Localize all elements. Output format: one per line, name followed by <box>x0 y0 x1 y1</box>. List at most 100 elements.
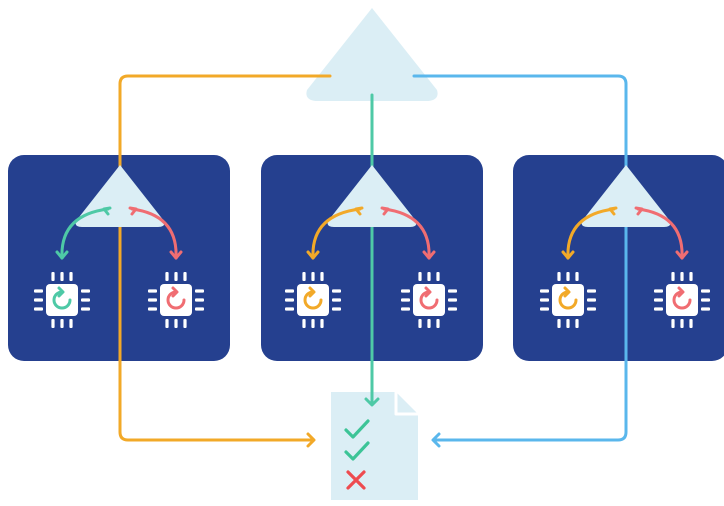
loop-arrowhead-icon <box>563 286 571 298</box>
chip-pin <box>81 307 90 311</box>
loop-arrow-icon <box>558 290 578 310</box>
arrowhead-icon <box>364 397 380 407</box>
arrowhead-icon <box>675 250 689 260</box>
chip-pin <box>320 319 324 328</box>
dispatch-arrow-right <box>636 207 684 260</box>
chip-body <box>46 284 78 316</box>
chip-pin <box>285 298 294 302</box>
chip-pin <box>332 298 341 302</box>
chip-pin <box>183 272 187 281</box>
chip-pin <box>302 319 306 328</box>
chip-pin <box>701 298 710 302</box>
chip-pin <box>195 307 204 311</box>
loop-arrow-icon <box>672 290 692 310</box>
chip-pin <box>575 319 579 328</box>
chip-pin <box>566 272 570 281</box>
chip-pin <box>81 298 90 302</box>
chip-pin <box>51 319 55 328</box>
chip-pin <box>575 272 579 281</box>
cluster-left <box>34 165 204 328</box>
cluster-right <box>540 165 710 328</box>
cross-icon <box>346 470 366 490</box>
chip-pin <box>436 319 440 328</box>
top-node-triangle <box>306 8 438 101</box>
check-icon <box>344 441 370 461</box>
dispatch-arrow-left <box>311 207 362 260</box>
chip-pin <box>195 298 204 302</box>
chip-pin <box>69 319 73 328</box>
processor-chip-icon <box>654 272 710 328</box>
chip-pin <box>148 307 157 311</box>
arrowhead-icon <box>169 250 183 260</box>
chip-pin <box>165 272 169 281</box>
route-line-blue-down <box>412 74 628 195</box>
chip-pin <box>566 319 570 328</box>
chip-pin <box>587 298 596 302</box>
loop-arrow-icon <box>419 290 439 310</box>
chip-pin <box>69 272 73 281</box>
arrowhead-icon <box>634 206 644 216</box>
chip-pin <box>587 307 596 311</box>
processor-chip-icon <box>401 272 457 328</box>
chip-pin <box>427 272 431 281</box>
chip-pin <box>689 272 693 281</box>
arrowhead-icon <box>431 432 441 448</box>
check-icon <box>344 419 370 439</box>
route-line-blue-return <box>432 208 628 442</box>
chip-pin <box>174 319 178 328</box>
chip-pin <box>332 289 341 293</box>
chip-pin <box>195 289 204 293</box>
chip-pin <box>654 289 663 293</box>
chip-pin <box>654 298 663 302</box>
dispatch-arrow-left <box>60 207 110 260</box>
chip-pin <box>540 298 549 302</box>
chip-pin <box>311 272 315 281</box>
chip-pin <box>401 289 410 293</box>
loop-arrowhead-icon <box>308 286 316 298</box>
processor-chip-icon <box>540 272 596 328</box>
chip-pin <box>701 307 710 311</box>
arrowhead-icon <box>128 206 138 216</box>
chip-pin <box>418 319 422 328</box>
arrowhead-icon <box>422 250 436 260</box>
chip-pin <box>320 272 324 281</box>
chip-pin <box>34 298 43 302</box>
chip-pin <box>401 307 410 311</box>
chip-pin <box>540 289 549 293</box>
loop-arrow-icon <box>52 290 72 310</box>
chip-pin <box>51 272 55 281</box>
loop-arrowhead-icon <box>424 286 432 298</box>
chip-pin <box>587 289 596 293</box>
result-document-icon <box>331 392 418 500</box>
chip-pin <box>418 272 422 281</box>
chip-pin <box>427 319 431 328</box>
route-line-orange-down <box>118 74 332 195</box>
loop-arrow-icon <box>166 290 186 310</box>
chip-pin <box>448 298 457 302</box>
route-line-orange-return <box>118 208 315 442</box>
chip-pin <box>654 307 663 311</box>
chip-pin <box>165 319 169 328</box>
chip-pin <box>34 289 43 293</box>
chip-body <box>552 284 584 316</box>
chip-pin <box>540 307 549 311</box>
chip-pin <box>60 319 64 328</box>
chip-pin <box>448 307 457 311</box>
chip-body <box>297 284 329 316</box>
chip-pin <box>183 319 187 328</box>
chip-pin <box>302 272 306 281</box>
processor-chip-icon <box>34 272 90 328</box>
chip-pin <box>285 289 294 293</box>
chip-pin <box>60 272 64 281</box>
chip-pin <box>311 319 315 328</box>
dispatch-arrow-left <box>566 207 616 260</box>
chip-pin <box>81 289 90 293</box>
arrowhead-icon <box>306 250 320 260</box>
chip-pin <box>174 272 178 281</box>
chip-pin <box>148 289 157 293</box>
chip-pin <box>285 307 294 311</box>
dispatch-arrow-right <box>130 207 178 260</box>
arrowhead-icon <box>55 250 69 260</box>
arrowhead-icon <box>354 206 364 216</box>
